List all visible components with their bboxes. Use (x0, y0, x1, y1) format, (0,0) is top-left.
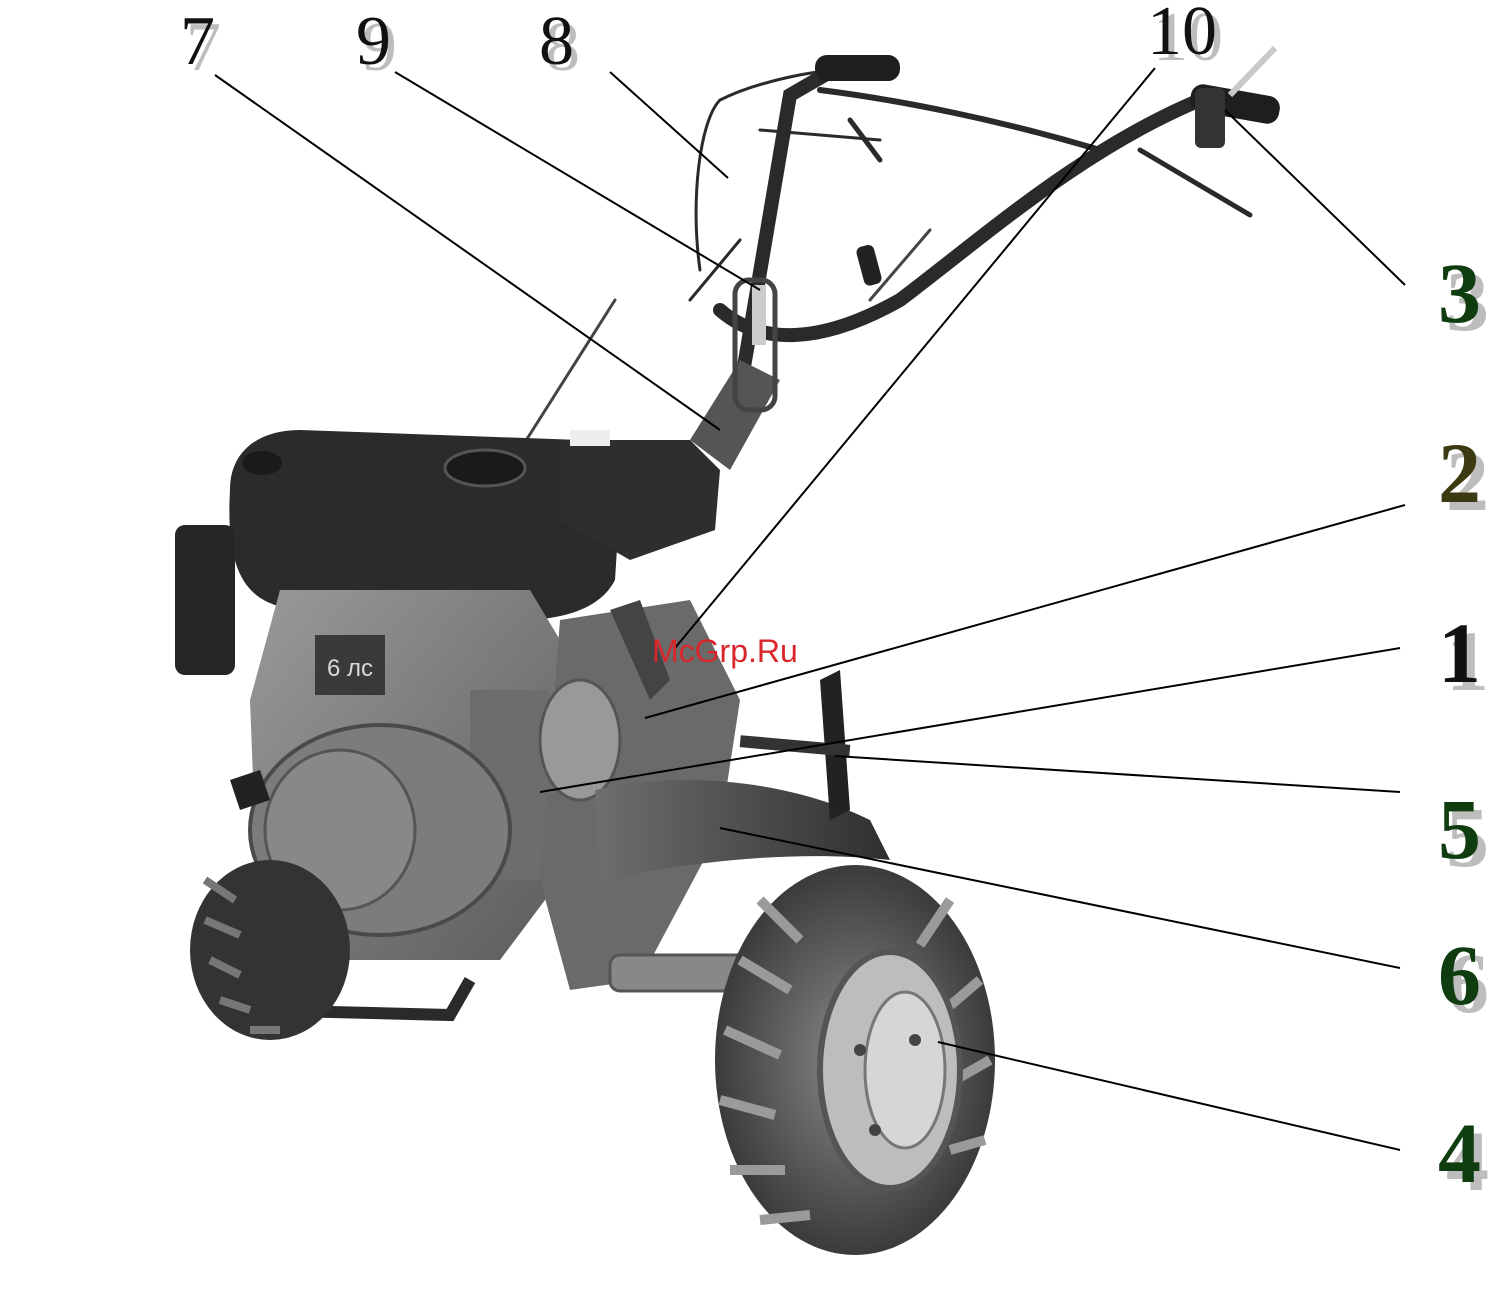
callout-5: 5 5 (1438, 781, 1489, 885)
callout-1: 1 1 (1438, 605, 1489, 709)
callout-4: 4 4 (1438, 1105, 1489, 1209)
callout-4-label: 4 (1438, 1105, 1481, 1201)
leader-line-1 (539, 647, 1401, 793)
leader-lines (214, 67, 1406, 1151)
callout-3-label: 3 (1438, 245, 1481, 341)
leader-line-5 (834, 755, 1401, 793)
callout-3-shadow: 3 (1446, 253, 1489, 349)
callout-4-shadow: 4 (1446, 1113, 1489, 1209)
callout-7-shadow: 7 (186, 9, 221, 86)
callout-8-label: 8 (539, 3, 574, 80)
callout-6: 6 6 (1438, 927, 1489, 1031)
watermark: McGrp.Ru (652, 633, 798, 669)
throttle-lever (856, 244, 882, 286)
leader-line-10 (674, 67, 1156, 649)
callout-10: 10 10 (1147, 0, 1223, 76)
callout-7: 7 7 (180, 3, 221, 86)
engine-power-badge: 6 лс (315, 635, 385, 695)
callout-8-shadow: 8 (545, 9, 580, 86)
walk-behind-tractor-illustration: 6 лс (175, 45, 1280, 1255)
leader-line-6 (719, 827, 1401, 969)
gear-lever (610, 600, 670, 700)
engine-power-label: 6 лс (327, 655, 373, 682)
callout-5-label: 5 (1438, 781, 1481, 877)
callout-3: 3 3 (1438, 245, 1489, 349)
callout-6-label: 6 (1438, 927, 1481, 1023)
callout-9-label: 9 (356, 3, 391, 80)
oil-cap (242, 451, 282, 475)
callout-7-label: 7 (180, 3, 215, 80)
leader-line-4 (937, 1041, 1401, 1151)
fender (595, 780, 890, 880)
gear-selector (538, 678, 622, 802)
callout-8: 8 8 (539, 3, 580, 86)
callout-10-shadow: 10 (1153, 0, 1223, 76)
fender-rail (739, 735, 851, 757)
callout-2-label: 2 (1438, 425, 1481, 521)
callout-5-shadow: 5 (1446, 789, 1489, 885)
callout-9-shadow: 9 (362, 9, 397, 86)
leader-line-9 (394, 71, 761, 291)
callout-6-shadow: 6 (1446, 935, 1489, 1031)
callout-2-shadow: 2 (1446, 433, 1489, 529)
left-wheel (190, 860, 350, 1040)
right-grip (1190, 45, 1280, 148)
height-clamp (732, 277, 778, 413)
leader-line-8 (609, 71, 729, 179)
air-filter (560, 440, 720, 560)
leader-line-3 (1224, 109, 1406, 286)
callout-10-label: 10 (1147, 0, 1217, 70)
callout-2: 2 2 (1438, 425, 1489, 529)
muffler (175, 525, 235, 675)
callout-9: 9 9 (356, 3, 397, 86)
steering-column (690, 360, 780, 470)
leader-line-7 (214, 74, 721, 431)
leader-line-2 (644, 504, 1406, 719)
left-grip (815, 55, 900, 81)
fuel-tank (229, 430, 620, 620)
fuel-cap (443, 448, 527, 488)
callout-1-label: 1 (1438, 605, 1481, 701)
callout-1-shadow: 1 (1446, 613, 1489, 709)
right-wheel (715, 865, 995, 1255)
